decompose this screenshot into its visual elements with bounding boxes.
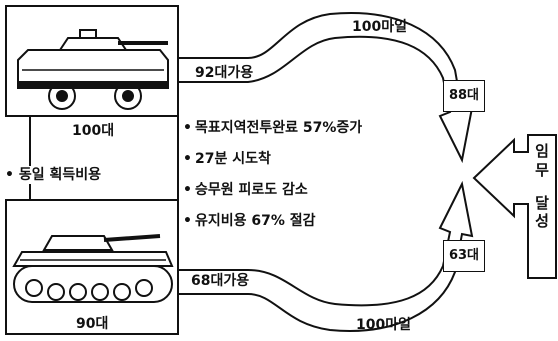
benefit-item: •27분 시도착 [183,149,362,180]
same-acquisition-cost-note: • 동일 획득비용 [4,166,102,184]
wheeled-count-label: 100대 [72,123,115,139]
mission-char: 달 [535,193,549,212]
mission-arrow [472,134,557,279]
benefit-text: 목표지역전투완료 57%증가 [195,120,363,136]
benefit-text: 유지비용 67% 절감 [195,213,316,229]
tracked-remaining-label: 63대 [443,240,485,272]
mission-char: 임 [535,142,549,160]
mission-accomplished-label: 임 무 달 성 [532,142,552,231]
bullet-icon: • [183,213,192,229]
tracked-count-label: 90대 [76,316,109,332]
benefits-list: •목표지역전투완료 57%증가 •27분 시도착 •승무원 피로도 감소 •유지… [183,118,362,242]
benefit-text: 27분 시도착 [195,151,271,167]
tracked-vehicle-icon [12,234,174,303]
bullet-icon: • [183,151,192,167]
bullet-icon: • [183,182,192,198]
tracked-distance-label: 100마일 [356,317,411,333]
left-connector [29,115,179,201]
lower-route-arrow [177,180,474,332]
tracked-available-label: 68대가용 [191,273,250,289]
wheeled-available-label: 92대가용 [195,65,254,81]
wheeled-remaining-label: 88대 [443,80,485,112]
bullet-icon: • [183,120,192,136]
mission-char: 무 [535,160,549,179]
wheeled-vehicle-icon [17,29,169,110]
benefit-item: •승무원 피로도 감소 [183,180,362,211]
mission-char: 성 [535,212,549,231]
benefit-text: 승무원 피로도 감소 [195,182,308,198]
benefit-item: •유지비용 67% 절감 [183,211,362,242]
wheeled-distance-label: 100마일 [352,19,407,35]
upper-route-arrow [177,12,474,164]
benefit-item: •목표지역전투완료 57%증가 [183,118,362,149]
